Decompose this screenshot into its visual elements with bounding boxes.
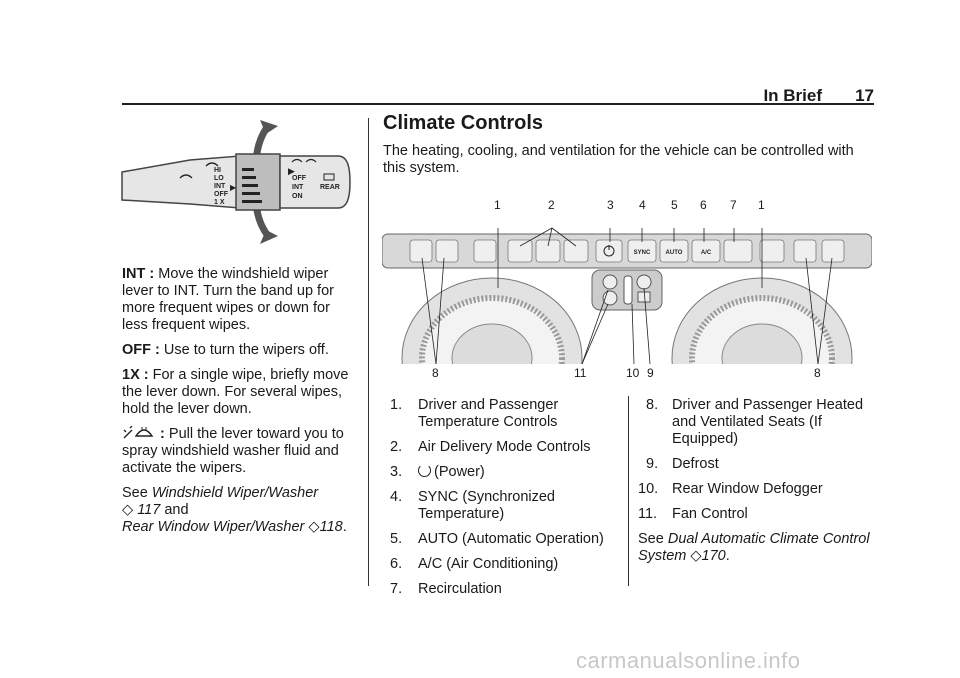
section-title: In Brief [763,86,822,105]
callout-7: 7 [730,198,737,212]
wiper-lever-illustration: HI LO INT OFF 1 X OFF INT ON REAR ▶ ▶ [121,120,351,244]
column-divider [368,118,369,586]
watermark: carmanualsonline.info [576,648,801,673]
see-page-170[interactable]: 170 [701,548,726,564]
climate-panel-illustration: SYNC AUTO A/C [382,227,872,364]
callout-3: 3 [607,198,614,212]
see-word: See [638,531,664,547]
callout-1-left: 1 [494,198,501,212]
lever-label-int: INT [214,183,226,190]
list-item: 5.AUTO (Automatic Operation) [390,531,604,547]
see-page-118[interactable]: 118 [319,519,343,535]
lever-rear-on: ON [292,193,303,200]
page-ref-icon: ◇ [690,548,702,564]
svg-text:▶: ▶ [288,166,295,176]
climate-controls-title: Climate Controls [383,112,544,134]
list-item: 4.SYNC (Synchronized Temperature) [390,489,555,522]
washer-icon [123,425,154,439]
washer-label: : [160,426,165,442]
onex-paragraph: 1X : For a single wipe, briefly move the… [122,367,354,418]
callout-4: 4 [639,198,646,212]
page-header: In Brief 17 [0,86,960,110]
climate-see-also: See Dual Automatic Climate Control Syste… [638,531,870,564]
lever-label-hi: HI [214,167,221,174]
list-item: 10.Rear Window Defogger [638,481,823,497]
lever-rear-off: OFF [292,175,307,182]
list-item: 11.Fan Control [638,506,748,522]
list-item: 3.(Power) [390,464,485,480]
page-ref-icon: ◇ [308,519,320,535]
page-number: 17 [855,86,874,105]
see-link-windshield[interactable]: Windshield Wiper/Washer [151,485,319,501]
callout-1-right: 1 [758,198,765,212]
callout-2: 2 [548,198,555,212]
callout-10: 10 [626,366,640,380]
wiper-see-also: See Windshield Wiper/Washer ◇ 117 and Re… [122,485,347,535]
lever-label-lo: LO [214,175,224,182]
list-item: 7.Recirculation [390,581,502,597]
lever-label-1x: 1 X [214,199,225,206]
lever-rear-int: INT [292,184,304,191]
list-item: 6.A/C (Air Conditioning) [390,556,559,572]
climate-list-right: 8.Driver and Passenger Heated and Ventil… [638,397,874,565]
list-item: 2.Air Delivery Mode Controls [390,439,591,455]
washer-text: Pull the lever toward you to spray winds… [122,426,344,476]
off-text: Use to turn the wipers off. [163,342,329,358]
list-item: 8.Driver and Passenger Heated and Ventil… [646,397,864,447]
svg-text:▶: ▶ [230,183,237,192]
page-ref-icon: ◇ [122,502,134,518]
see-link-climate[interactable]: Dual Automatic Climate Control System [638,531,870,564]
wiper-text-column: INT : Move the windshield wiper lever to… [122,266,354,544]
off-label: OFF : [122,342,160,358]
ac-button-label: A/C [701,250,712,256]
see-link-rear-wiper[interactable]: Rear Window Wiper/Washer [122,519,305,535]
int-label: INT : [122,266,155,282]
int-text: Move the windshield wiper lever to INT. … [122,266,334,333]
sync-button-label: SYNC [634,250,651,256]
callout-8-right: 8 [814,366,821,380]
callout-5: 5 [671,198,678,212]
int-paragraph: INT : Move the windshield wiper lever to… [122,266,354,334]
list-divider [628,396,629,586]
see-word: See [122,485,148,501]
list-item: 1.Driver and Passenger Temperature Contr… [390,397,559,430]
lever-label-rear: REAR [320,184,340,191]
auto-button-label: AUTO [666,250,683,256]
onex-label: 1X : [122,367,149,383]
callout-11: 11 [574,366,587,380]
washer-paragraph: : Pull the lever toward you to spray win… [122,425,354,477]
onex-text: For a single wipe, briefly move the leve… [122,367,349,417]
callout-8-left: 8 [432,366,439,380]
list-item: 9.Defrost [646,456,719,472]
header-rule [122,103,874,105]
callout-9: 9 [647,366,654,380]
off-paragraph: OFF : Use to turn the wipers off. [122,342,354,359]
callout-6: 6 [700,198,707,212]
lever-label-off: OFF [214,191,229,198]
see-and: and [164,502,189,518]
climate-intro: The heating, cooling, and ventilation fo… [383,143,854,176]
power-icon [418,464,431,477]
see-page-117[interactable]: 117 [137,502,161,518]
climate-list-left: 1.Driver and Passenger Temperature Contr… [390,397,618,606]
